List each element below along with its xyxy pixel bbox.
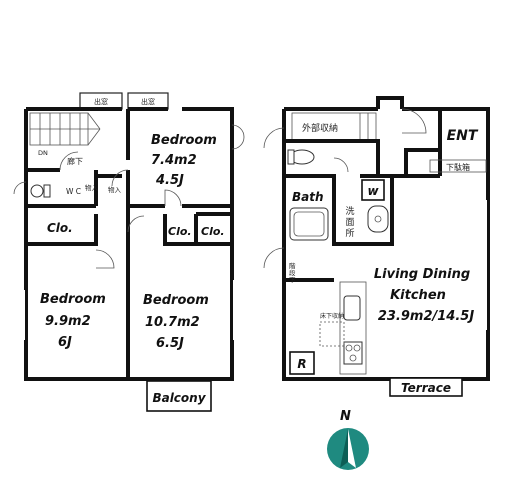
bedroom-a-area: 7.4m2 — [151, 153, 197, 168]
door-arc-3 — [164, 189, 182, 207]
balcony-box — [146, 380, 212, 412]
entrance-door-arc — [401, 108, 427, 134]
stair-storage-label: 階段下 — [289, 261, 296, 284]
down-stairs-label: DN — [38, 149, 48, 157]
toilet-fixture — [30, 184, 51, 198]
bedroom-c-area: 10.7m2 — [145, 315, 200, 330]
underfloor-hatch — [319, 321, 345, 347]
shoe-box-area — [429, 159, 487, 173]
shoe-box-label: 下駄箱 — [446, 162, 470, 172]
entrance-label: ENT — [447, 128, 479, 144]
entrance-porch — [376, 96, 404, 109]
kitchen-stove — [343, 341, 363, 365]
ldk-name-line2: Kitchen — [390, 288, 446, 303]
outdoor-storage-label: 外部収納 — [302, 122, 338, 134]
corridor-label: 廊下 — [67, 156, 83, 166]
washroom-label: 洗面所 — [345, 205, 354, 239]
wall-bath-wash — [284, 174, 394, 246]
bay-window-right-label: 出窓 — [141, 97, 155, 106]
window-arc-wc — [13, 181, 27, 195]
window-arc-bedroom-a — [231, 124, 245, 150]
bedroom-b-area: 9.9m2 — [45, 314, 91, 329]
window-arc-lower-1 — [263, 127, 285, 149]
wall-closets-2-3 — [163, 212, 232, 246]
ldk-area: 23.9m2/14.5J — [378, 309, 474, 324]
balcony-label: Balcony — [152, 391, 206, 405]
closet-2-label: Clo. — [168, 225, 192, 238]
door-arc-5 — [127, 215, 145, 233]
closet-3-label: Clo. — [201, 225, 225, 238]
door-arc-4 — [95, 249, 115, 269]
lower-outer-wall — [282, 107, 490, 381]
kitchen-counter — [339, 281, 367, 375]
toilet-lower-fixture — [287, 149, 315, 165]
window-arc-lower-2 — [263, 247, 285, 269]
door-arc-lower-wc — [333, 157, 349, 173]
terrace-box — [389, 377, 463, 397]
door-arc-1 — [59, 151, 79, 171]
compass-needle-icon — [348, 429, 356, 468]
storage-2-label: 物入 — [108, 185, 122, 194]
bedroom-b-name: Bedroom — [40, 292, 106, 307]
washer-label: w — [367, 184, 379, 198]
bedroom-c-name: Bedroom — [143, 293, 209, 308]
bathtub — [289, 207, 329, 241]
wall-closet-1 — [26, 214, 98, 246]
wall-wc-north-south — [26, 168, 96, 208]
upper-outer-wall — [24, 107, 234, 381]
bay-window-left-label: 出窓 — [94, 97, 108, 106]
fridge-box — [289, 351, 315, 375]
bedroom-b-mats: 6J — [58, 335, 72, 350]
bath-label: Bath — [292, 190, 324, 204]
bedroom-a-name: Bedroom — [151, 133, 217, 148]
upper-floor-plan: 出窓 出窓 DN 廊下 — [13, 92, 245, 412]
kitchen-sink — [343, 295, 361, 321]
closet-1-label: Clo. — [47, 221, 73, 235]
lower-floor-plan: 外部収納 ENT 下駄箱 Bath 洗面所 w 階段下 — [263, 96, 490, 397]
north-compass: N — [327, 409, 369, 470]
wall-entrance-hall — [284, 109, 442, 176]
wall-stair-storage — [282, 244, 334, 282]
underfloor-storage-label: 床下収納 — [320, 312, 344, 320]
storage-1-label: 物入 — [85, 183, 99, 192]
wc-label: W C — [66, 187, 81, 196]
bedroom-a-mats: 4.5J — [155, 173, 184, 188]
compass-needle-shadow — [340, 429, 348, 468]
bedroom-c-mats: 6.5J — [156, 336, 184, 351]
fridge-label: R — [297, 357, 306, 371]
door-arc-2 — [111, 169, 129, 187]
north-label: N — [340, 409, 351, 424]
upper-stairs — [29, 112, 101, 146]
washbasin — [367, 205, 389, 233]
washer-box — [361, 179, 385, 201]
wall-wc-east — [94, 170, 122, 206]
ldk-name-line1: Living Dining — [374, 267, 470, 282]
terrace-label: Terrace — [401, 381, 451, 395]
